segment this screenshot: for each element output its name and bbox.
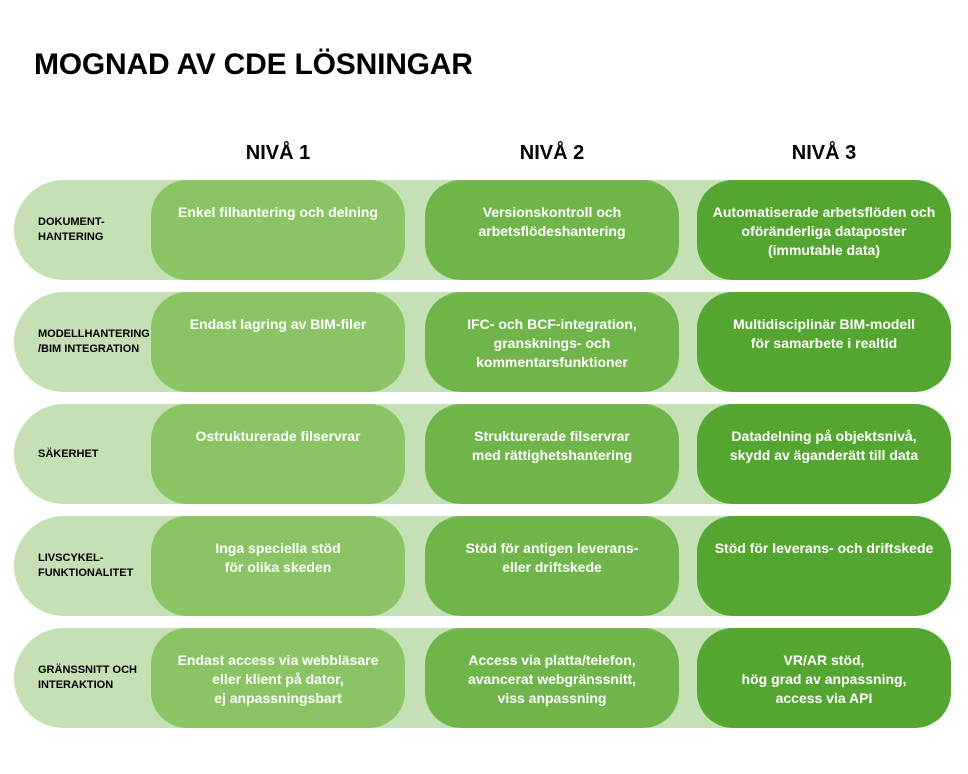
cell-level-1: Enkel filhantering och delning [151,180,405,280]
row-livscykelfunktionalitet: LIVSCYKEL- FUNKTIONALITET Inga speciella… [14,516,951,616]
cell-level-2: Access via platta/telefon, avancerat web… [425,628,679,728]
cell-level-3: VR/AR stöd, hög grad av anpassning, acce… [697,628,951,728]
cell-level-1: Inga speciella stöd för olika skeden [151,516,405,616]
page-title: MOGNAD AV CDE LÖSNINGAR [34,48,473,81]
row-label: SÄKERHET [38,447,99,460]
cell-level-2: Versionskontroll och arbetsflödeshanteri… [425,180,679,280]
cell-level-1: Endast access via webbläsare eller klien… [151,628,405,728]
cell-level-1: Endast lagring av BIM-filer [151,292,405,392]
cell-level-2: IFC- och BCF-integration, gransknings- o… [425,292,679,392]
row-sakerhet: SÄKERHET Ostrukturerade filservrar Struk… [14,404,951,504]
row-dokumenthantering: DOKUMENT- HANTERING Enkel filhantering o… [14,180,951,280]
row-label: LIVSCYKEL- FUNKTIONALITET [38,552,134,579]
row-label: MODELLHANTERING /BIM INTEGRATION [38,328,150,355]
cell-level-3: Multidisciplinär BIM-modell för samarbet… [697,292,951,392]
row-granssnitt-och-interaktion: GRÄNSSNITT OCH INTERAKTION Endast access… [14,628,951,728]
cell-level-3: Automatiserade arbetsflöden och oförände… [697,180,951,280]
level-header-3: NIVÅ 3 [791,142,857,164]
level-header-1: NIVÅ 1 [245,142,311,164]
cell-level-2: Stöd för antigen leverans- eller driftsk… [425,516,679,616]
level-header-2: NIVÅ 2 [519,142,585,164]
cell-level-3: Datadelning på objektsnivå, skydd av äga… [697,404,951,504]
cell-level-2: Strukturerade filservrar med rättighetsh… [425,404,679,504]
row-modellhantering: MODELLHANTERING /BIM INTEGRATION Endast … [14,292,951,392]
row-label: GRÄNSSNITT OCH INTERAKTION [38,664,137,691]
cell-level-3: Stöd för leverans- och driftskede [697,516,951,616]
row-label: DOKUMENT- HANTERING [38,216,105,243]
cell-level-1: Ostrukturerade filservrar [151,404,405,504]
